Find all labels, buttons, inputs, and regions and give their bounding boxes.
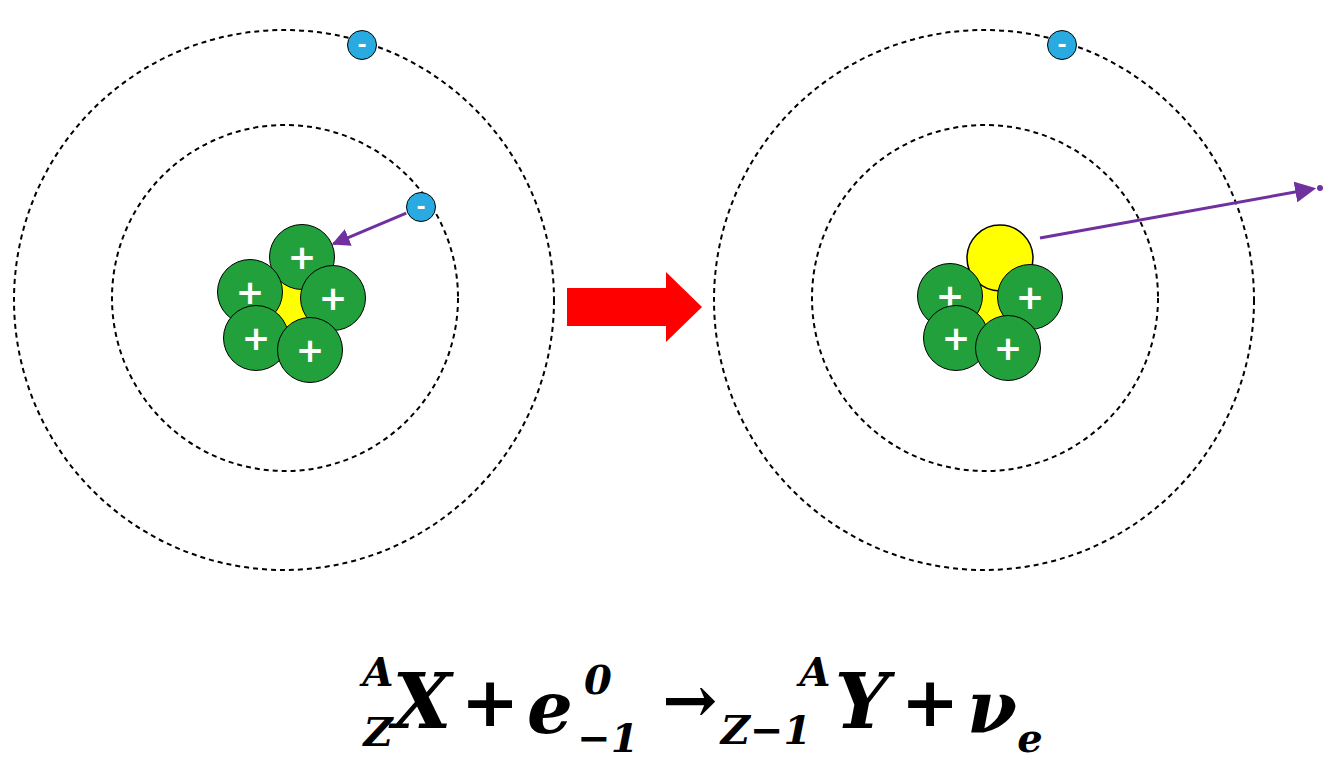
equation-symbol: + (461, 667, 520, 737)
capture-arrow (333, 213, 406, 244)
charge-sign: - (1057, 34, 1066, 56)
proton: + (277, 317, 343, 383)
equation-symbol: Z−1 (721, 710, 812, 750)
equation-symbol: X (393, 664, 452, 740)
equation-symbol: ν (967, 672, 1017, 744)
neutrino (1317, 185, 1323, 191)
charge-sign: + (242, 321, 271, 355)
electron: - (1047, 30, 1077, 60)
charge-sign: + (942, 321, 971, 355)
equation-symbol: + (901, 667, 960, 737)
equation-symbol: Y (835, 664, 889, 740)
proton: + (975, 315, 1041, 381)
equation-symbol: e (527, 672, 573, 744)
equation-symbol: e (1017, 718, 1042, 758)
electron: - (406, 192, 436, 222)
equation-symbol: A (362, 652, 393, 692)
inner-orbit (812, 125, 1158, 471)
reaction-arrow (567, 272, 702, 342)
equation-symbol: Z (363, 712, 392, 752)
equation-symbol: A (799, 652, 830, 692)
charge-sign: + (236, 275, 265, 309)
charge-sign: - (416, 196, 425, 218)
outer-orbit (14, 30, 554, 570)
electron: - (347, 30, 377, 60)
charge-sign: + (288, 240, 317, 274)
neutrino-path (1040, 189, 1312, 238)
charge-sign: + (994, 331, 1023, 365)
charge-sign: + (319, 281, 348, 315)
outer-orbit (714, 30, 1254, 570)
charge-sign: - (357, 34, 366, 56)
equation-symbol: 0 (584, 660, 612, 700)
equation-symbol: −1 (577, 718, 638, 758)
charge-sign: + (1016, 280, 1045, 314)
equation-symbol: → (662, 667, 717, 733)
inner-orbit (112, 125, 458, 471)
charge-sign: + (296, 333, 325, 367)
